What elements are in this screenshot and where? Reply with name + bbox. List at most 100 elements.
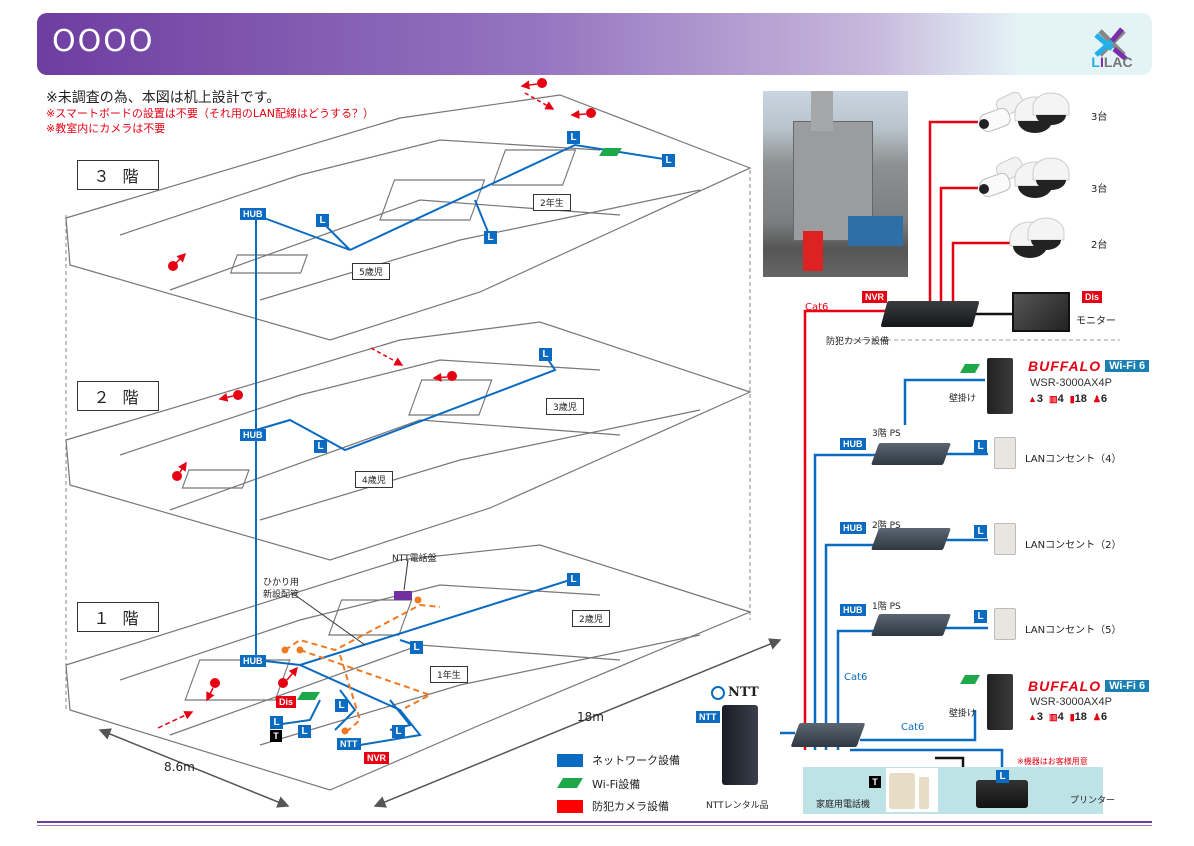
equipment-diagram [780, 120, 1120, 780]
lan-outlet-icon [994, 523, 1016, 555]
phone-label: 家庭用電話機 [816, 800, 871, 810]
room-label: 5歳児 [352, 263, 390, 280]
router-specs: ▲3 ▥4 ▮18 ♟6 [1028, 393, 1108, 405]
telephone-tag: T [869, 776, 881, 788]
lan-tag: L [974, 440, 987, 453]
length-dimension [373, 638, 782, 808]
width-dimension [98, 728, 290, 808]
lilac-logo-text: LILAC [1091, 54, 1133, 70]
design-note: ※未調査の為、本図は机上設計です。 [46, 90, 281, 106]
ntt-rental-label: NTTレンタル品 [706, 801, 769, 811]
floor-2-plan [65, 321, 752, 561]
display-tag: Dis [276, 696, 297, 708]
footer-rule [37, 821, 1152, 823]
floor-2-label: ２ 階 [77, 381, 159, 411]
room-label: 1年生 [430, 666, 468, 683]
brand-name: BUFFALO [1028, 678, 1102, 694]
camera-count: 2台 [1091, 240, 1108, 251]
lan-tag: L [567, 131, 580, 144]
customer-note: ※機器はお客様用意 [1017, 757, 1088, 766]
lan-tag: L [974, 525, 987, 538]
camera-group-icons [979, 91, 1070, 258]
hub-tag: HUB [240, 429, 266, 441]
wifi-marker-floor3 [599, 148, 622, 156]
cat6-label: Cat6 [805, 302, 829, 313]
router-brand: BUFFALO Wi-Fi 6 [1028, 678, 1150, 694]
header-banner [37, 13, 1152, 75]
ntt-router-icon [722, 705, 758, 785]
smartboard-note: ※スマートボードの設置は不要（それ用のLAN配線はどうする？） [46, 107, 375, 120]
legend-wifi-label: Wi-Fi設備 [592, 778, 641, 791]
hub-location-label: 1階 PS [872, 602, 901, 612]
lilac-logo-icon [1094, 27, 1128, 61]
legend-wifi-swatch [557, 778, 583, 788]
footer-rule [37, 825, 1152, 826]
lan-outlet-label: LANコンセント（4） [1025, 454, 1122, 465]
lan-tag: L [974, 610, 987, 623]
wifi-router-icon [987, 674, 1013, 730]
lan-tag: L [392, 725, 405, 738]
lan-outlet-label: LANコンセント（2） [1025, 540, 1122, 551]
router-model: WSR-3000AX4P [1030, 377, 1112, 389]
camera-markers [157, 78, 596, 729]
building-photo [763, 91, 908, 277]
nvr-device-icon [880, 301, 980, 327]
network-switch-icon [870, 614, 952, 636]
printer-icon [976, 780, 1028, 808]
network-switch-icon [870, 443, 952, 465]
telephone-icon [886, 768, 938, 812]
router-brand: BUFFALO Wi-Fi 6 [1028, 358, 1150, 374]
width-dimension-label: 8.6m [164, 760, 195, 774]
fiber-conduit [284, 603, 441, 734]
nvr-tag: NVR [364, 752, 390, 764]
main-switch-icon [790, 723, 866, 747]
floor-3-plan [65, 94, 752, 341]
lan-tag: L [567, 573, 580, 586]
mount-label: 壁掛け [949, 709, 977, 719]
wifi-marker-floor1 [297, 692, 320, 700]
nvr-tag: NVR [862, 291, 888, 303]
wifi6-badge: Wi-Fi 6 [1105, 360, 1150, 372]
lan-tag: L [298, 725, 311, 738]
room-label: 2歳児 [572, 610, 610, 627]
network-switch-icon [870, 528, 952, 550]
cat6-label: Cat6 [844, 672, 868, 683]
fiber-pipe-label: ひかり用 新設配管 [263, 578, 300, 600]
wifi6-badge: Wi-Fi 6 [1105, 680, 1150, 692]
room-label: 2年生 [533, 194, 571, 211]
ntt-panel-icon [394, 591, 412, 600]
customer-equipment-area [803, 767, 1103, 814]
hub-location-label: 2階 PS [872, 521, 901, 531]
camera-count: 3台 [1091, 184, 1108, 195]
room-label: 4歳児 [355, 471, 393, 488]
lan-tag: L [662, 154, 675, 167]
hub-tag: HUB [840, 604, 866, 616]
ntt-logo: NTT [711, 685, 759, 700]
hub-tag: HUB [240, 655, 266, 667]
hub-tag: HUB [240, 208, 266, 220]
display-tag: Dis [1082, 291, 1103, 303]
lan-tag: L [484, 231, 497, 244]
lan-outlet-icon [994, 437, 1016, 469]
wifi-router-icon [987, 358, 1013, 414]
page-title: OOOO [52, 24, 155, 59]
legend-camera-swatch [557, 800, 583, 813]
floor-1-label: １ 階 [77, 602, 159, 632]
lan-outlet-icon [994, 608, 1016, 640]
telephone-tag: T [270, 730, 282, 742]
camera-note: ※教室内にカメラは不要 [46, 122, 166, 135]
camera-count: 3台 [1091, 112, 1108, 123]
router-model: WSR-3000AX4P [1030, 696, 1112, 708]
ntt-tag: NTT [696, 711, 720, 723]
lan-outlet-label: LANコンセント（5） [1025, 625, 1122, 636]
cat6-label: Cat6 [901, 722, 925, 733]
lan-tag: L [270, 716, 283, 729]
floor-plan-diagram [65, 78, 782, 808]
brand-name: BUFFALO [1028, 358, 1102, 374]
lan-tag: L [314, 440, 327, 453]
router-specs: ▲3 ▥4 ▮18 ♟6 [1028, 711, 1108, 723]
ntt-tag: NTT [337, 738, 361, 750]
lan-tag: L [316, 214, 329, 227]
length-dimension-label: 18m [577, 710, 604, 724]
room-label: 3歳児 [546, 398, 584, 415]
